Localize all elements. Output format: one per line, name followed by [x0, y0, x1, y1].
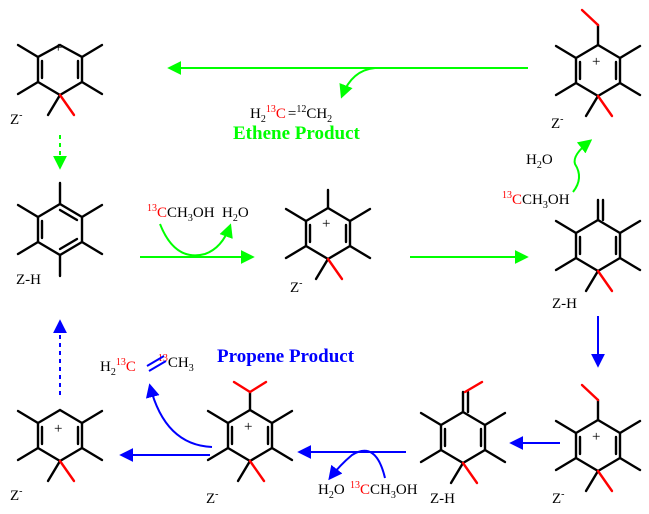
plus-charge: + — [322, 216, 330, 232]
methanol-label-1: 13CCH3OH — [147, 203, 215, 224]
zeolite-protonated-label: Z-H — [552, 296, 577, 312]
plus-charge: + — [592, 429, 600, 445]
propene-product-header: Propene Product — [217, 346, 355, 367]
green-curved-arrow-methylation-1 — [159, 223, 233, 257]
zeolite-anion-label: Z- — [552, 489, 565, 507]
methanol-label-3: 13CCH3OH — [350, 480, 418, 501]
propene-double-bond-bottom — [148, 360, 167, 372]
water-label-1: H2O — [222, 205, 249, 224]
water-label-2: H2O — [526, 152, 553, 171]
methanol-label-2: 13CCH3OH — [502, 190, 570, 211]
zeolite-anion-label: Z- — [551, 114, 564, 132]
green-curved-arrow-methylation-2 — [572, 139, 593, 193]
plus-charge: + — [54, 40, 62, 56]
blue-curved-arrow-methylation — [328, 449, 386, 481]
molecule-bottom-left-cation: + Z- — [10, 408, 104, 504]
molecule-exomethylene: Z-H — [552, 198, 642, 312]
molecule-top-left-cation: + Z- — [10, 40, 104, 128]
plus-charge: + — [592, 54, 600, 70]
molecule-hexamethylbenzene: Z-H — [16, 181, 104, 288]
blue-curved-arrow-propene — [145, 383, 213, 448]
water-label-3: H2O — [318, 482, 345, 501]
plus-charge: + — [244, 419, 252, 435]
molecule-center-cation: + Z- — [284, 188, 372, 296]
molecule-vinyl-exomethylene: Z-H — [419, 380, 507, 507]
zeolite-protonated-label: Z-H — [430, 491, 455, 507]
plus-charge: + — [54, 421, 62, 437]
molecule-bottom-right-ethyl-cation: + Z- — [552, 383, 642, 507]
green-curved-arrow-ethene — [339, 67, 376, 99]
ethene-formula: H213C=12CH2 — [250, 104, 332, 125]
molecule-isopropyl-cation: + Z- — [206, 380, 294, 507]
molecule-top-right-ethyl-cation: + Z- — [551, 8, 642, 132]
zeolite-anion-label: Z- — [10, 486, 23, 504]
propene-formula: H213C13CH3 — [100, 353, 194, 378]
propene-double-bond-top — [146, 355, 165, 367]
ethene-product-header: Ethene Product — [233, 123, 361, 144]
zeolite-anion-label: Z- — [206, 489, 219, 507]
zeolite-protonated-label: Z-H — [16, 272, 41, 288]
zeolite-anion-label: Z- — [10, 110, 23, 128]
zeolite-anion-label: Z- — [290, 278, 303, 296]
